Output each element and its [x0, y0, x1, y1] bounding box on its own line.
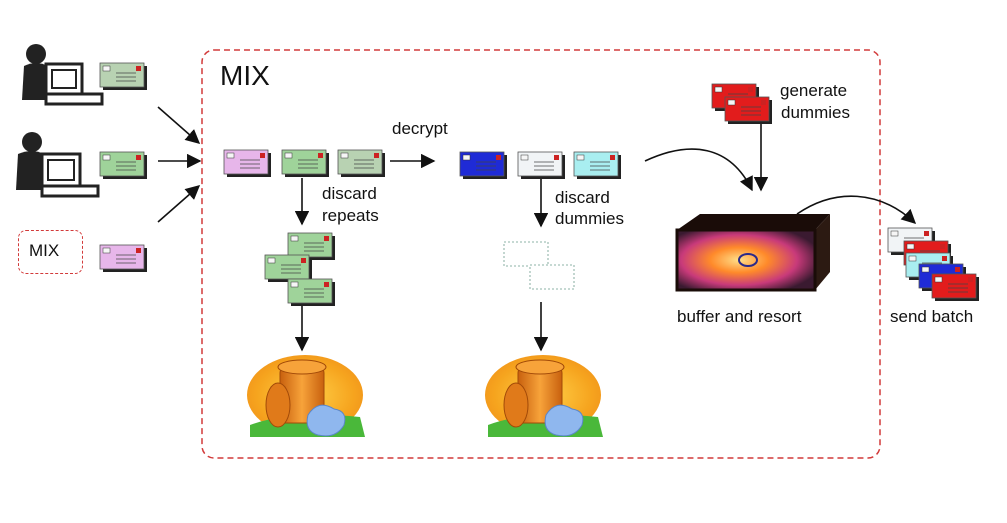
- envelope-icon: [337, 149, 385, 177]
- buffer-box-icon: [675, 214, 830, 292]
- envelope-icon: [264, 254, 312, 282]
- label-discard-dummies-1: discard: [555, 188, 610, 207]
- envelope-icon: [503, 241, 549, 267]
- envelope-icon: [99, 244, 147, 272]
- envelope-icon: [223, 149, 271, 177]
- user-computer-icon: [22, 44, 104, 106]
- envelope-icon: [281, 149, 329, 177]
- arrow-in-3: [157, 185, 201, 223]
- arrow-in-1: [157, 106, 201, 144]
- label-decrypt: decrypt: [392, 119, 448, 138]
- envelope-icon: [529, 264, 575, 290]
- label-generate-dummies-1: generate: [780, 81, 848, 100]
- envelope-icon: [99, 151, 147, 179]
- label-discard-repeats-2: repeats: [322, 206, 379, 225]
- label-buffer-and-resort: buffer and resort: [677, 307, 802, 326]
- envelope-icon: [931, 273, 979, 301]
- mix-title: MIX: [220, 60, 270, 91]
- user-computer-icon: [16, 132, 100, 198]
- arrow-to-buffer: [644, 148, 753, 192]
- label-discard-repeats-1: discard: [322, 184, 377, 203]
- envelope-icon: [724, 96, 772, 124]
- mix-boundary: [201, 49, 881, 459]
- envelope-icon: [459, 151, 507, 179]
- arrow-send-batch: [796, 195, 917, 224]
- envelope-icon: [287, 278, 335, 306]
- trash-can-icon: [485, 355, 603, 437]
- label-discard-dummies-2: dummies: [555, 209, 624, 228]
- trash-can-icon: [247, 355, 365, 437]
- envelope-icon: [99, 62, 147, 90]
- envelope-icon: [573, 151, 621, 179]
- envelope-icon: [287, 232, 335, 260]
- small-mix-box: MIX: [18, 230, 83, 274]
- label-send-batch: send batch: [890, 307, 974, 326]
- small-mix-label: MIX: [29, 241, 60, 260]
- label-generate-dummies-2: dummies: [781, 103, 850, 122]
- envelope-icon: [517, 151, 565, 179]
